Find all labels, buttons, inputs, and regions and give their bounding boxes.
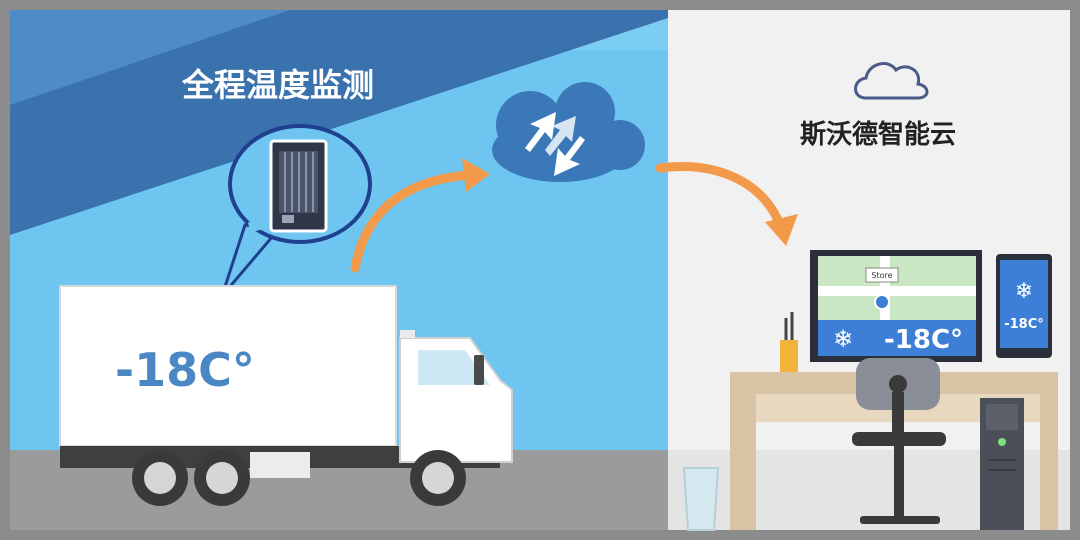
phone-temperature: -18C° bbox=[1004, 317, 1044, 332]
truck-cargo-box bbox=[59, 285, 397, 447]
map-tag-label: Store bbox=[871, 271, 892, 280]
cloud-outline-icon bbox=[854, 62, 929, 100]
truck-temperature: -18C° bbox=[115, 343, 255, 397]
truck-window bbox=[418, 350, 490, 385]
title-banner bbox=[10, 10, 668, 235]
banner-title: 全程温度监测 bbox=[181, 66, 374, 104]
download-arrow-head bbox=[765, 214, 798, 246]
truck-wheel bbox=[132, 450, 188, 506]
mobile-phone: ❄ -18C° bbox=[996, 254, 1052, 358]
title-banner-top bbox=[10, 10, 290, 105]
desktop-monitor: Store ❄ -18C° bbox=[810, 250, 982, 372]
cloud-label: 斯沃德智能云 bbox=[800, 119, 956, 150]
office-chair bbox=[852, 358, 946, 524]
pc-tower bbox=[980, 398, 1024, 530]
download-arrow bbox=[655, 162, 785, 230]
trash-bin bbox=[682, 467, 720, 531]
location-pin-icon bbox=[874, 294, 890, 310]
truck-wheel bbox=[194, 450, 250, 506]
upload-arrow bbox=[350, 170, 475, 273]
device-callout bbox=[220, 124, 372, 297]
monitor-temperature: -18C° bbox=[884, 325, 963, 355]
snowflake-icon: ❄ bbox=[1015, 279, 1033, 304]
upload-arrow-head bbox=[462, 158, 490, 192]
pencil-cup-icon bbox=[780, 312, 798, 372]
gps-tracker-device-icon bbox=[269, 139, 328, 233]
map-tag bbox=[865, 267, 899, 283]
refrigerated-truck: -18C° bbox=[59, 285, 513, 506]
snowflake-icon: ❄ bbox=[833, 325, 853, 353]
truck-wheel bbox=[410, 450, 466, 506]
cloud-sync-icon bbox=[492, 82, 645, 182]
